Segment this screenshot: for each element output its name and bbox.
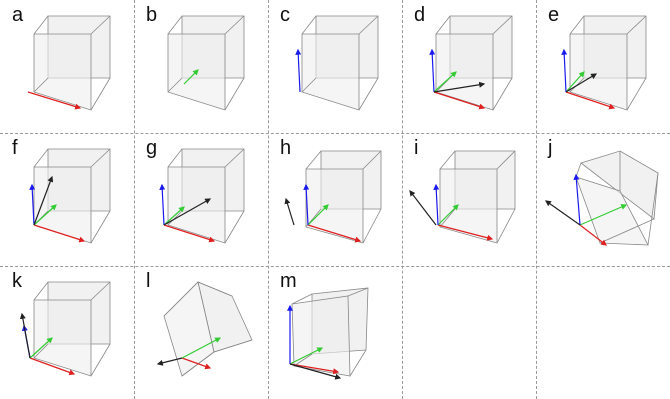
red-arrow [579, 224, 607, 246]
panel-c: c [268, 0, 402, 133]
column-divider [268, 0, 269, 399]
black-arrow [545, 200, 581, 226]
panel-label: g [146, 137, 158, 159]
cube [167, 15, 245, 111]
blue-arrow [561, 48, 568, 93]
panel-label: j [548, 137, 553, 159]
green-arrow [307, 204, 329, 226]
blue-arrow [573, 173, 581, 226]
panel-label: b [146, 4, 158, 26]
cube [167, 148, 245, 244]
green-arrow [433, 71, 457, 93]
panel-c-figure [295, 15, 379, 111]
panel-label: l [146, 270, 151, 292]
red-arrow [307, 224, 362, 243]
cube [305, 150, 382, 244]
panel-label: c [280, 4, 290, 26]
red-arrow [437, 224, 494, 241]
black-arrow [565, 73, 598, 93]
cube [439, 150, 516, 244]
panel-label: h [280, 137, 292, 159]
column-divider [134, 0, 135, 399]
row-divider [0, 133, 670, 134]
panel-label: i [414, 137, 419, 159]
panel-label: a [12, 4, 24, 26]
cube [301, 15, 379, 111]
panel-f: f [0, 133, 134, 266]
blue-arrow [429, 48, 436, 93]
red-arrow [163, 224, 216, 243]
panel-m-figure [287, 287, 369, 380]
panel-k-figure [19, 281, 111, 377]
panel-j: j [536, 133, 670, 266]
cube [569, 15, 647, 111]
red-arrow [565, 91, 616, 110]
black-arrow [289, 363, 342, 380]
panel-a-figure [27, 15, 111, 111]
panel-e-figure [561, 15, 647, 111]
panel-h: h [268, 133, 402, 266]
black-arrow [163, 198, 212, 226]
black-arrow [433, 81, 486, 93]
cube [435, 15, 513, 111]
panel-l-figure [156, 281, 253, 377]
green-arrow [183, 69, 199, 85]
panel-i: i [402, 133, 536, 266]
green-arrow [565, 71, 585, 93]
red-arrow [27, 91, 82, 110]
red-arrow [181, 357, 212, 370]
panel-b: b [134, 0, 268, 133]
panel-l: l [134, 266, 268, 399]
column-divider [536, 0, 537, 399]
blue-arrow [29, 183, 36, 226]
black-arrow [156, 357, 183, 366]
red-arrow [33, 224, 86, 243]
panel-label: k [12, 270, 22, 292]
green-arrow [29, 337, 53, 359]
panel-label: f [12, 137, 18, 159]
black-arrow [33, 175, 54, 226]
cube [33, 15, 111, 111]
row-divider [0, 266, 670, 267]
panel-b-figure [167, 15, 245, 111]
green-arrow [579, 204, 628, 226]
panel-g: g [134, 133, 268, 266]
blue-arrow [433, 183, 440, 226]
red-arrow [29, 357, 76, 376]
green-arrow [163, 206, 185, 226]
blue-arrow [295, 48, 302, 93]
panel-label: e [548, 4, 560, 26]
red-arrow [289, 363, 340, 375]
panel-h-figure [284, 150, 382, 244]
panel-i-figure [409, 150, 516, 244]
panel-d: d [402, 0, 536, 133]
black-arrow [409, 190, 437, 226]
cube [33, 281, 111, 377]
panel-label: m [280, 270, 297, 292]
green-arrow [181, 337, 222, 359]
panel-j-figure [545, 150, 659, 246]
green-arrow [437, 204, 459, 226]
green-arrow [289, 347, 324, 365]
panel-d-figure [429, 15, 513, 111]
cube [163, 281, 253, 377]
panel-label: d [414, 4, 426, 26]
blue-arrow [159, 183, 166, 226]
panel-g-figure [159, 148, 245, 244]
panel-f-figure [29, 148, 111, 244]
black-arrow [284, 197, 295, 226]
column-divider [402, 0, 403, 399]
panel-k: k [0, 266, 134, 399]
panel-m: m [268, 266, 402, 399]
panel-e: e [536, 0, 670, 133]
black-arrow [19, 312, 31, 359]
panel-a: a [0, 0, 134, 133]
green-arrow [33, 204, 57, 226]
blue-arrow [303, 183, 310, 226]
red-arrow [433, 91, 486, 110]
cube [291, 287, 369, 377]
